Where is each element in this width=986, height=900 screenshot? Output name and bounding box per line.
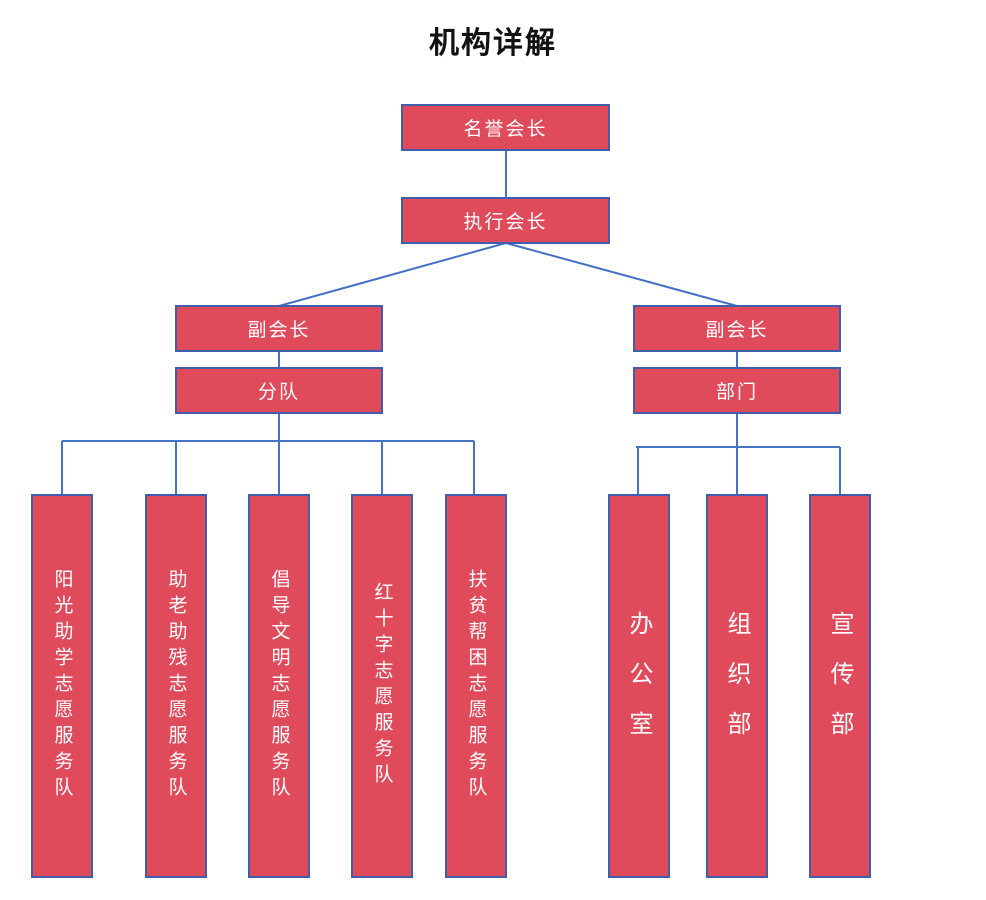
department-box: 办公室 <box>608 494 670 878</box>
department-box: 宣传部 <box>809 494 871 878</box>
vice-president-left-box: 副会长 <box>175 305 383 352</box>
teams-label: 分队 <box>257 381 300 403</box>
team-label: 助老助残志愿服务队 <box>165 569 188 803</box>
department-label: 宣传部 <box>826 611 854 761</box>
honorary-president-label: 名誉会长 <box>463 118 548 140</box>
page-title: 机构详解 <box>429 26 557 61</box>
team-label: 倡导文明志愿服务队 <box>268 569 291 803</box>
teams-box: 分队 <box>175 367 383 414</box>
team-box: 倡导文明志愿服务队 <box>248 494 310 878</box>
department-label: 组织部 <box>723 611 751 761</box>
departments-box: 部门 <box>633 367 841 414</box>
team-label: 扶贫帮困志愿服务队 <box>465 569 488 803</box>
department-label: 办公室 <box>625 611 653 761</box>
honorary-president-box: 名誉会长 <box>401 104 610 151</box>
vice-president-right-box: 副会长 <box>633 305 841 352</box>
team-box: 扶贫帮困志愿服务队 <box>445 494 507 878</box>
executive-president-box: 执行会长 <box>401 197 610 244</box>
team-label: 红十字志愿服务队 <box>371 582 394 790</box>
vice-president-left-label: 副会长 <box>247 319 311 341</box>
team-label: 阳光助学志愿服务队 <box>51 569 74 803</box>
team-box: 红十字志愿服务队 <box>351 494 413 878</box>
executive-president-label: 执行会长 <box>463 211 548 233</box>
vice-president-right-label: 副会长 <box>705 319 769 341</box>
department-box: 组织部 <box>706 494 768 878</box>
team-box: 阳光助学志愿服务队 <box>31 494 93 878</box>
departments-label: 部门 <box>715 381 758 403</box>
team-box: 助老助残志愿服务队 <box>145 494 207 878</box>
